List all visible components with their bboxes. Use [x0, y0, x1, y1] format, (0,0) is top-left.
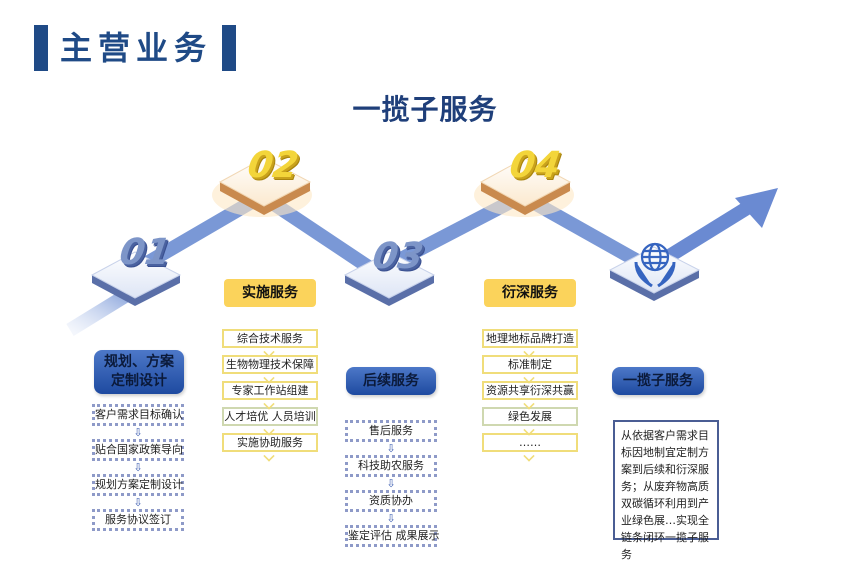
header-bar-left [34, 25, 48, 71]
down-arrow-icon: ⇩ [133, 461, 143, 474]
list-item: 综合技术服务 [222, 329, 318, 348]
list-item: 服务协议签订 [92, 509, 184, 531]
list-item: 资质协办 [345, 490, 437, 512]
list-item: 地理地标品牌打造 [482, 329, 578, 348]
step-badge-implementation: 实施服务 [224, 279, 316, 307]
down-arrow-icon: ⇩ [386, 442, 396, 455]
list-item: 生物物理技术保障 [222, 355, 318, 374]
section-title: 主营业务 [60, 29, 213, 67]
step-1-list: 客户需求目标确认 ⇩ 贴合国家政策导向 ⇩ 规划方案定制设计 ⇩ 服务协议签订 [92, 404, 184, 531]
list-item: 客户需求目标确认 [92, 404, 184, 426]
platform-02 [212, 157, 312, 217]
package-description: 从依据客户需求目标因地制宜定制方案到后续和衍深服务；从废弃物高质双碳循环利用到产… [613, 420, 719, 561]
chevron-down-icon [482, 400, 578, 407]
list-item: 实施协助服务 [222, 433, 318, 452]
badge-line: 规划、方案 [104, 354, 174, 370]
main-title: 一揽子服务 [352, 93, 498, 126]
chevron-down-icon [482, 426, 578, 433]
list-item: 人才培优 人员培训 [222, 407, 318, 426]
platform-01 [90, 251, 182, 306]
chevron-down-icon [482, 452, 578, 459]
step-number-03: 03 [370, 236, 426, 277]
chevron-down-icon [482, 374, 578, 381]
list-item: 科技助农服务 [345, 455, 437, 477]
step-number-04: 04 [507, 145, 563, 186]
platform-03 [343, 251, 436, 306]
step-4-list: 地理地标品牌打造 标准制定 资源共享衍深共赢 绿色发展 …… [482, 329, 578, 459]
list-item: 鉴定评估 成果展示 [345, 525, 440, 547]
step-badge-package: 一揽子服务 [612, 367, 704, 395]
step-badge-planning: 规划、方案 定制设计 [94, 350, 184, 394]
list-item: 专家工作站组建 [222, 381, 318, 400]
list-item: 资源共享衍深共赢 [482, 381, 578, 400]
list-item: …… [482, 433, 578, 452]
chevron-down-icon [222, 348, 318, 355]
step-number-02: 02 [245, 145, 301, 186]
step-badge-followup: 后续服务 [346, 367, 436, 395]
list-item: 规划方案定制设计 [92, 474, 184, 496]
chevron-down-icon [222, 400, 318, 407]
down-arrow-icon: ⇩ [386, 512, 396, 525]
chevron-down-icon [222, 374, 318, 381]
step-badge-extended: 衍深服务 [484, 279, 576, 307]
step-3-list: 售后服务 ⇩ 科技助农服务 ⇩ 资质协办 ⇩ 鉴定评估 成果展示 [345, 420, 440, 547]
arrow-head-icon [735, 188, 778, 228]
step-number-01: 01 [117, 232, 173, 273]
down-arrow-icon: ⇩ [133, 426, 143, 439]
globe-hands-icon [634, 242, 676, 288]
list-item: 贴合国家政策导向 [92, 439, 184, 461]
platform-04 [474, 157, 574, 217]
chevron-down-icon [482, 348, 578, 355]
step-2-list: 综合技术服务 生物物理技术保障 专家工作站组建 人才培优 人员培训 实施协助服务 [222, 329, 318, 459]
down-arrow-icon: ⇩ [386, 477, 396, 490]
header-bar-right [222, 25, 237, 71]
list-item: 标准制定 [482, 355, 578, 374]
section-header: 主营业务 [34, 25, 237, 71]
badge-line: 定制设计 [111, 373, 167, 389]
down-arrow-icon: ⇩ [133, 496, 143, 509]
list-item: 绿色发展 [482, 407, 578, 426]
chevron-down-icon [222, 452, 318, 459]
list-item: 售后服务 [345, 420, 437, 442]
chevron-down-icon [222, 426, 318, 433]
